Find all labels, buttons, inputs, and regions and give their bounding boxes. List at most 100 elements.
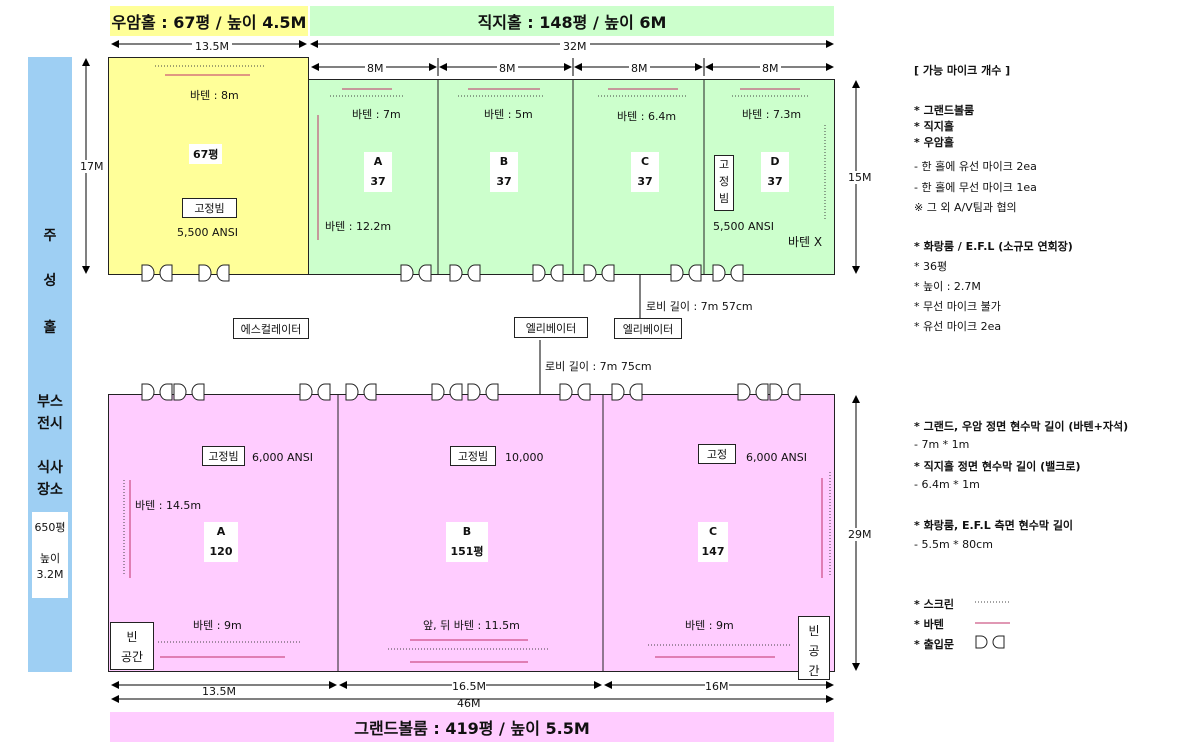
legend-key-screen: * 스크린 <box>914 598 954 611</box>
jikji-d-fixed-beam: 고 정 빔 <box>714 155 734 211</box>
jikji-b-label: B 37 <box>490 152 518 192</box>
grand-c-bottom: 바텐 : 9m <box>685 619 734 632</box>
wooam-banner: 우암홀 : 67평 / 높이 4.5M <box>110 6 308 36</box>
door-icon <box>769 383 801 401</box>
legend-efl-note: * 유선 마이크 2ea <box>914 320 1002 333</box>
door-icon <box>611 383 643 401</box>
dim-sub-a: 8M <box>365 62 386 75</box>
legend-hall: * 우암홀 <box>914 136 954 149</box>
door-icon <box>670 264 702 282</box>
door-icon <box>583 264 615 282</box>
jikji-a-label: A 37 <box>364 152 392 192</box>
legend-curtain-1-value: - 7m * 1m <box>914 438 970 451</box>
lobby-depth-2: 로비 길이 : 7m 75cm <box>545 360 652 373</box>
dim-grand-c: 16M <box>705 680 729 693</box>
wooam-hall <box>108 57 309 275</box>
legend-hall: * 직지홀 <box>914 120 954 133</box>
jikji-d-fixed-char: 정 <box>718 175 730 188</box>
side-area: 650평 <box>34 521 66 534</box>
jikji-c-name: C <box>640 155 650 168</box>
grand-c-empty-char: 간 <box>808 664 820 678</box>
jikji-b-name: B <box>499 155 509 168</box>
dim-wooam-width: 13.5M <box>192 40 232 53</box>
legend-curtain-3-title: * 화랑룸, E.F.L 측면 현수막 길이 <box>914 519 1074 532</box>
dim-jikji-height: 15M <box>848 171 872 184</box>
grand-a-empty-char: 공간 <box>120 650 144 664</box>
grand-c-area: 147 <box>701 545 725 558</box>
jikji-c-label: C 37 <box>631 152 659 192</box>
jikji-a-name: A <box>373 155 383 168</box>
lobby-depth-1: 로비 길이 : 7m 57cm <box>646 300 753 313</box>
side-label-bar: 주 성 홀 부스 전시 식사 장소 650평 높이 3.2M <box>28 57 72 672</box>
legend-mic-note: ※ 그 외 A/V팀과 협의 <box>914 201 1017 214</box>
dim-grand-b: 16.5M <box>452 680 486 693</box>
door-icon <box>299 383 331 401</box>
legend-efl-note: * 36평 <box>914 260 948 273</box>
grand-banner: 그랜드볼룸 : 419평 / 높이 5.5M <box>110 712 834 742</box>
legend-key-door: * 출입문 <box>914 638 954 651</box>
dim-grand-total: 46M <box>457 697 481 710</box>
jikji-d-batten-x: 바텐 X <box>788 235 823 249</box>
jikji-b-area: 37 <box>496 175 512 188</box>
grand-b-name: B <box>462 525 472 538</box>
side-label-line: 장소 <box>37 482 63 498</box>
jikji-b-screen: 바텐 : 5m <box>484 108 533 121</box>
elevator-1-label: 엘리베이터 <box>514 317 588 338</box>
grand-c-name: C <box>708 525 718 538</box>
jikji-c-area: 37 <box>637 175 653 188</box>
legend-curtain-3-value: - 5.5m * 80cm <box>914 538 993 551</box>
wooam-screen-label: 바텐 : 8m <box>190 89 239 102</box>
legend-curtain-2-title: * 직지홀 정면 현수막 길이 (밸크로) <box>914 460 1081 473</box>
legend-efl-note: * 무선 마이크 불가 <box>914 300 1001 313</box>
jikji-d-area: 37 <box>767 175 783 188</box>
door-icon <box>431 383 463 401</box>
legend-mic-note: - 한 홀에 무선 마이크 1ea <box>914 181 1037 194</box>
side-height: 3.2M <box>36 568 64 581</box>
legend-efl-title: * 화랑룸 / E.F.L (소규모 연회장) <box>914 240 1073 253</box>
side-height-label: 높이 <box>39 552 61 565</box>
dim-sub-b: 8M <box>497 62 518 75</box>
side-label-line: 홀 <box>43 320 57 336</box>
grand-c-label: C 147 <box>698 522 728 562</box>
legend-hall: * 그랜드볼룸 <box>914 104 975 117</box>
dim-wooam-height: 17M <box>80 160 104 173</box>
dim-grand-a: 13.5M <box>202 685 236 698</box>
grand-a-side: 바텐 : 14.5m <box>135 499 202 512</box>
grand-b-ansi: 10,000 <box>505 451 544 464</box>
side-info-box: 650평 높이 3.2M <box>32 512 68 598</box>
grand-c-ansi: 6,000 ANSI <box>746 451 807 464</box>
legend-title: [ 가능 마이크 개수 ] <box>914 64 1011 77</box>
side-label-line: 식사 <box>37 460 63 476</box>
door-icon <box>532 264 564 282</box>
wooam-area: 67평 <box>189 144 223 164</box>
side-label-line: 전시 <box>37 416 63 432</box>
side-label-line: 성 <box>43 273 57 289</box>
jikji-d-screen: 바텐 : 7.3m <box>742 108 802 121</box>
grand-a-name: A <box>216 525 226 538</box>
legend-key-batten: * 바텐 <box>914 618 944 631</box>
grand-c-empty-char: 공 <box>808 644 820 658</box>
legend-curtain-1-title: * 그랜드, 우암 정면 현수막 길이 (바텐+자석) <box>914 420 1129 433</box>
escalator-label: 에스컬레이터 <box>233 318 309 339</box>
door-icon <box>141 383 173 401</box>
door-icon <box>559 383 591 401</box>
door-icon <box>400 264 432 282</box>
side-label-line: 주 <box>43 228 57 244</box>
jikji-a-side: 바텐 : 12.2m <box>325 220 392 233</box>
door-icon <box>345 383 377 401</box>
door-icon <box>449 264 481 282</box>
door-icon <box>141 264 173 282</box>
wooam-fixed-beam: 고정빔 <box>182 198 237 218</box>
grand-a-bottom: 바텐 : 9m <box>193 619 242 632</box>
jikji-a-screen: 바텐 : 7m <box>352 108 401 121</box>
grand-b-fixed-beam: 고정빔 <box>450 446 496 466</box>
door-icon <box>173 383 205 401</box>
grand-c-empty-char: 빈 <box>808 624 820 638</box>
jikji-a-area: 37 <box>370 175 386 188</box>
wooam-ansi: 5,500 ANSI <box>177 226 238 239</box>
dim-sub-d: 8M <box>760 62 781 75</box>
